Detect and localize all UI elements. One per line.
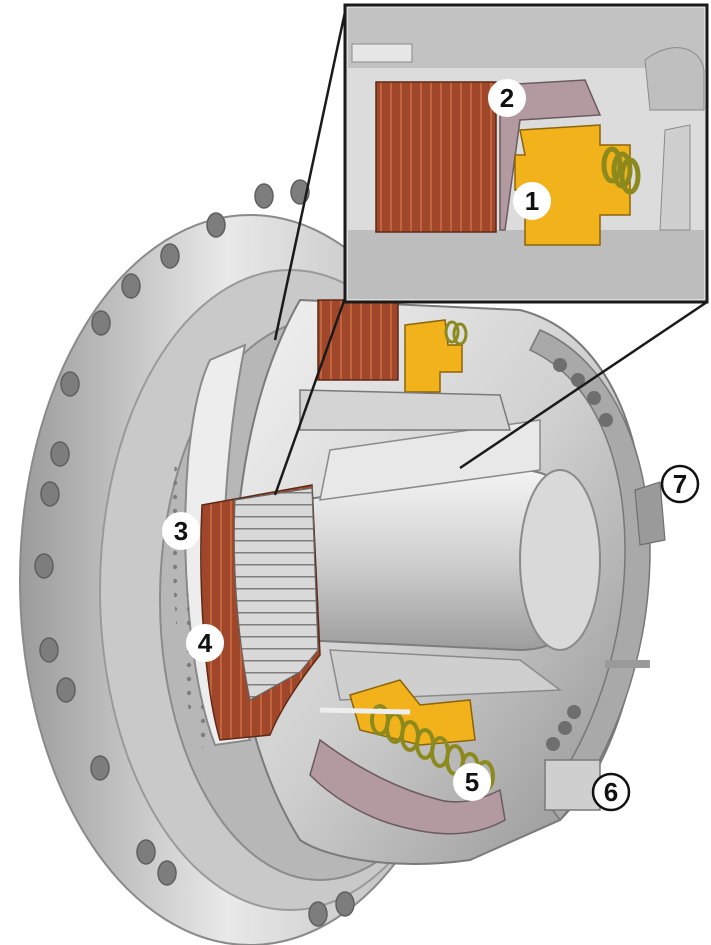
friction-disc-stack-lower	[200, 484, 321, 741]
callout-2: 2	[488, 79, 526, 117]
inset-leader-lines	[273, 11, 708, 496]
disc-stack-upper-section	[299, 299, 511, 431]
detail-inset	[343, 3, 709, 304]
svg-text:6: 6	[604, 777, 618, 807]
svg-text:4: 4	[198, 628, 213, 658]
svg-text:1: 1	[525, 186, 539, 216]
callout-6: 6	[591, 772, 631, 812]
callout-3: 3	[162, 512, 200, 550]
port-fitting	[544, 481, 666, 811]
svg-text:3: 3	[174, 516, 188, 546]
svg-text:5: 5	[465, 767, 479, 797]
svg-text:2: 2	[500, 83, 514, 113]
callout-4: 4	[186, 624, 224, 662]
callout-5: 5	[453, 763, 491, 801]
callout-1: 1	[513, 182, 551, 220]
svg-text:7: 7	[673, 469, 687, 499]
callout-7: 7	[660, 464, 700, 504]
hub-shaft	[299, 419, 602, 701]
